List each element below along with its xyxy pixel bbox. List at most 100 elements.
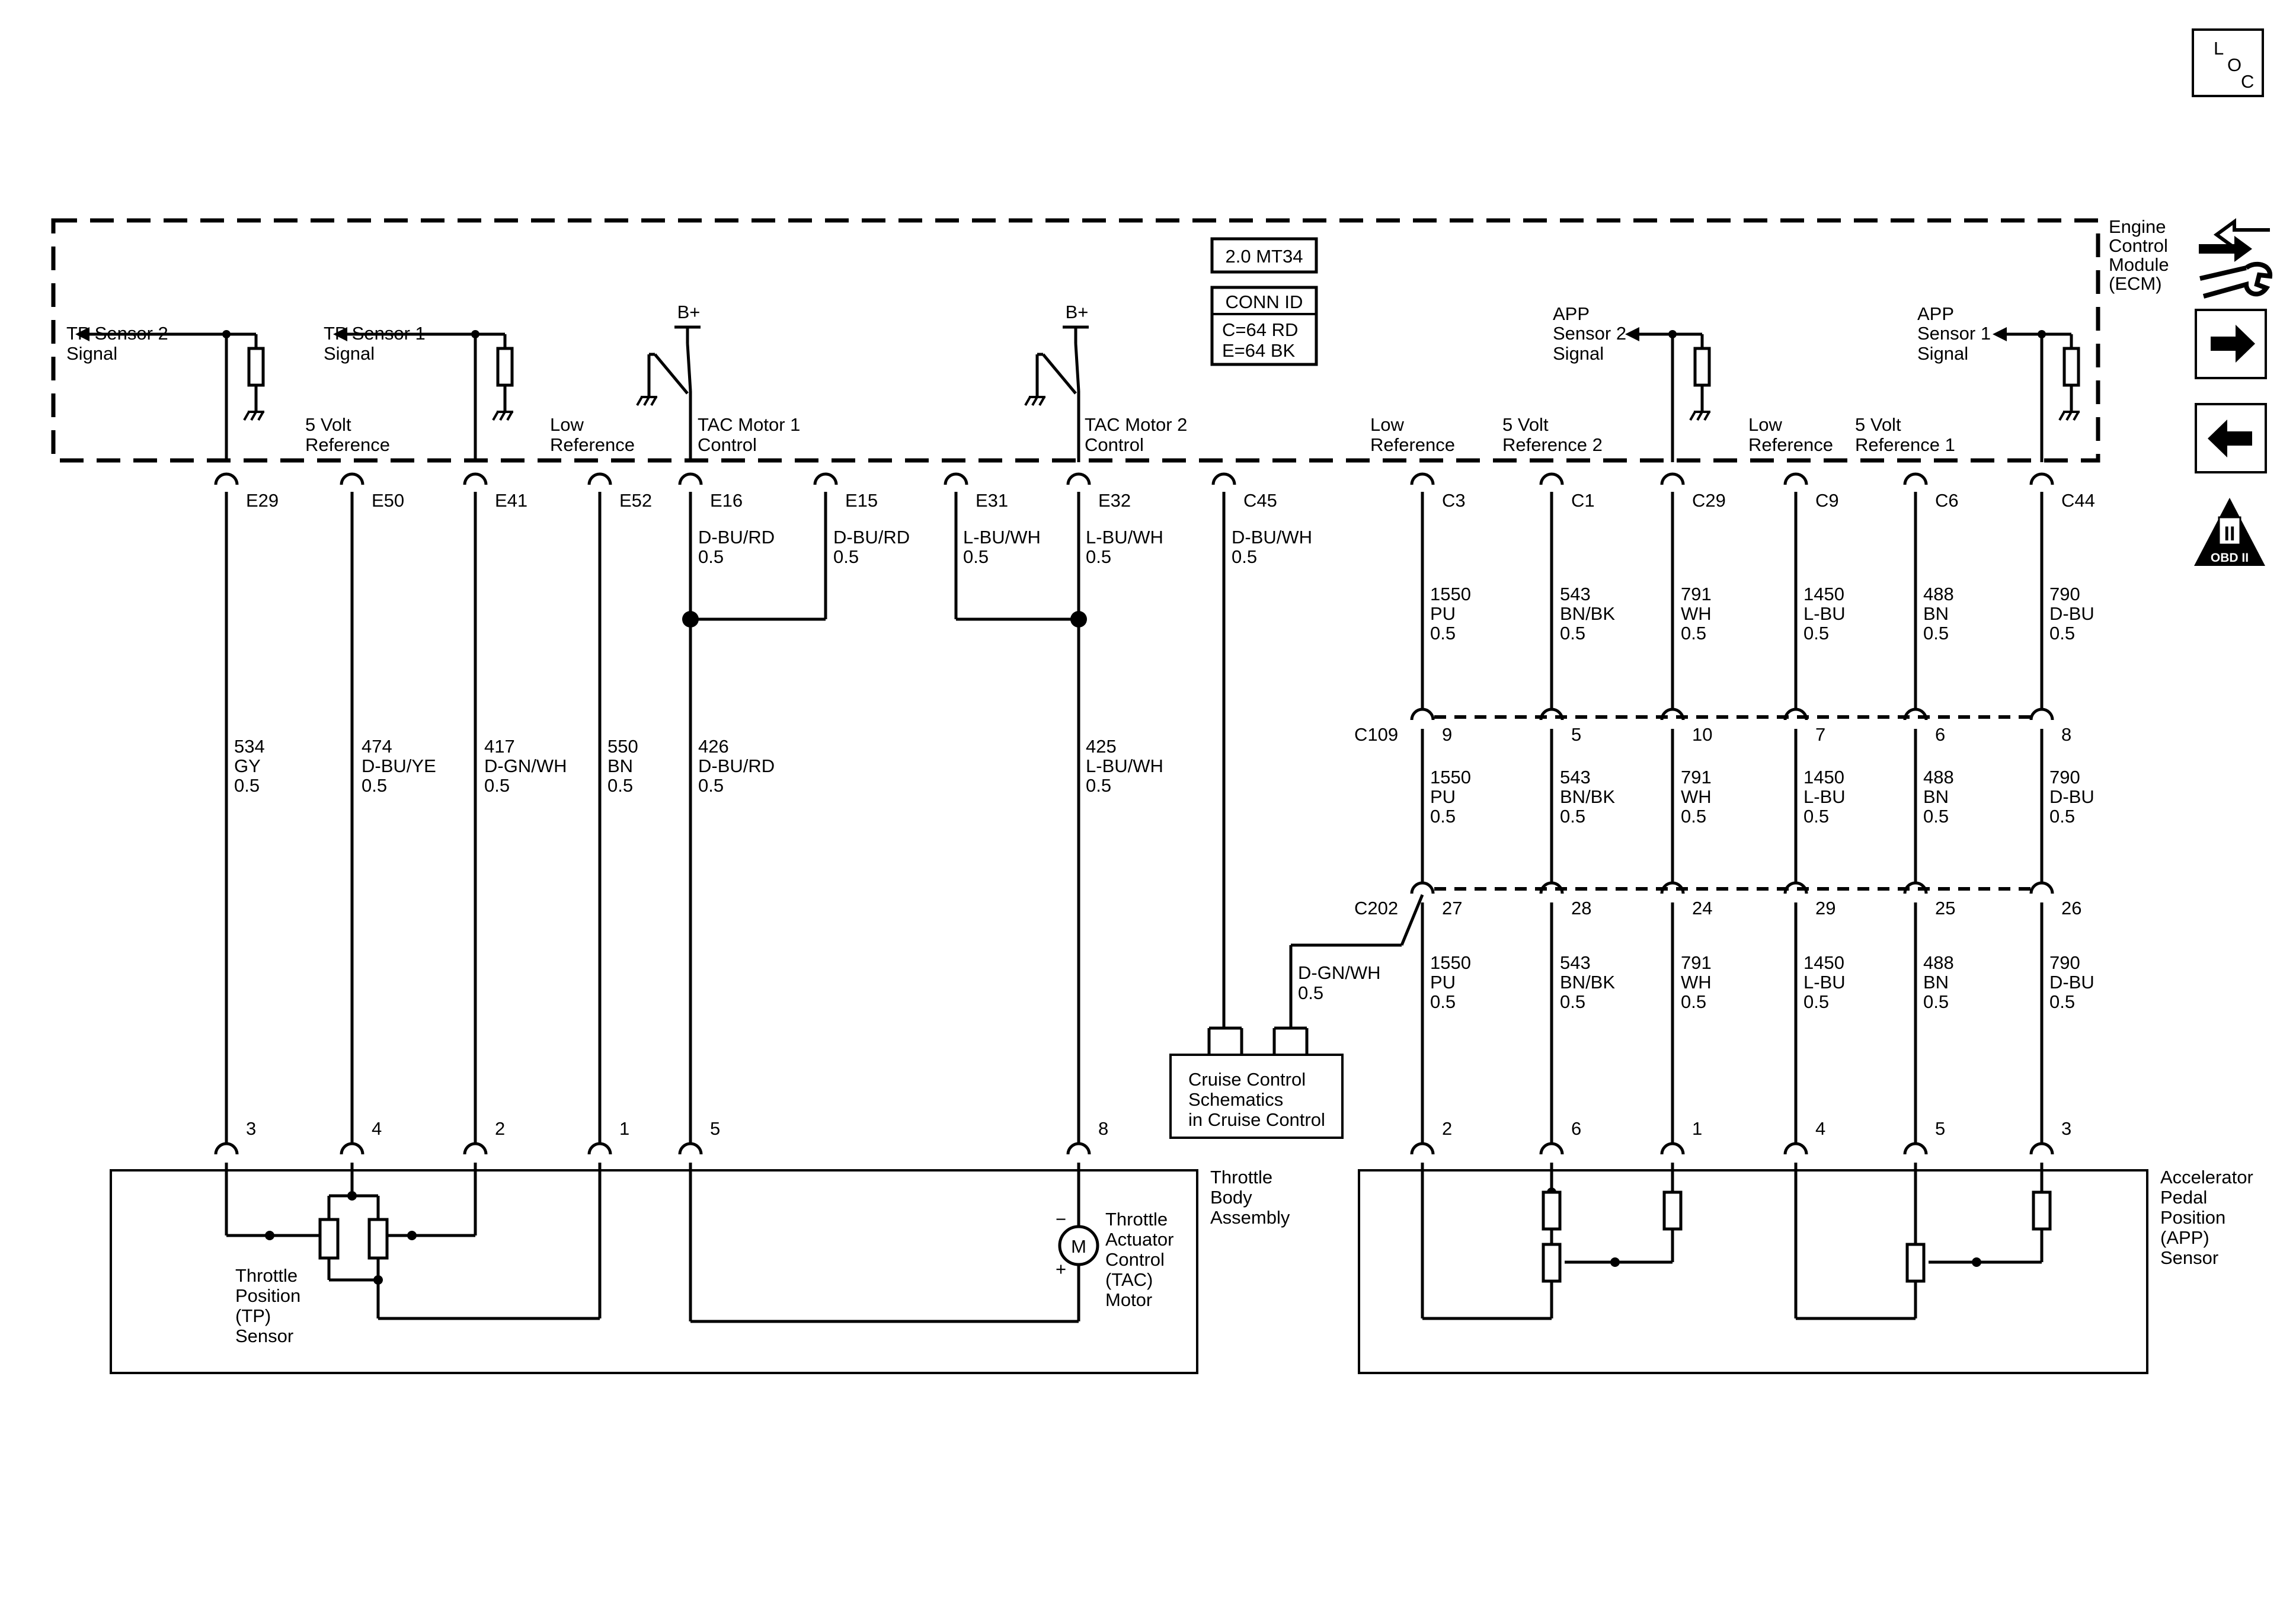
label-tac2-line1: TAC Motor 2 xyxy=(1085,414,1187,435)
wire-segment xyxy=(1400,894,1424,946)
ecm-pin-label: C29 xyxy=(1692,490,1726,511)
obd-ii-icon[interactable]: II OBD II xyxy=(2194,498,2265,566)
splice-dot xyxy=(1070,611,1087,628)
app-wire-label-top: 0.5 xyxy=(1430,623,1456,644)
tp-wire-label: 0.5 xyxy=(698,775,724,796)
cruise-control-reference[interactable]: Cruise Control Schematics in Cruise Cont… xyxy=(1169,962,1380,1139)
short-wire-label: 0.5 xyxy=(698,546,724,567)
signal-arrow xyxy=(333,327,347,341)
tp-wire-label: D-BU/YE xyxy=(362,756,436,776)
ecm-name-line1: Engine xyxy=(2109,216,2166,237)
ground-symbol xyxy=(2058,411,2080,421)
wrench-arrows-icon[interactable] xyxy=(2199,218,2272,299)
label-tp1-line2: Signal xyxy=(324,343,375,364)
ecm-pin-terminal xyxy=(678,472,703,485)
c109-pin-label: 8 xyxy=(2061,724,2071,745)
splice-dot xyxy=(407,1231,417,1240)
tac-motor-symbol xyxy=(1058,1225,1099,1266)
c202-pin-label: 28 xyxy=(1571,898,1591,918)
app-wire-label-bottom: 0.5 xyxy=(1430,991,1456,1012)
app-wire-label-bottom: 488 xyxy=(1923,952,1954,973)
throttle-body-terminal xyxy=(587,1142,612,1155)
wire-segment xyxy=(499,411,506,421)
battery-label-1: B+ xyxy=(677,302,701,322)
short-wire-label: D-BU/RD xyxy=(698,527,775,548)
c202-terminal xyxy=(1539,881,1564,894)
wire-segment xyxy=(492,411,499,421)
tp-wire-label: 426 xyxy=(698,736,729,757)
ecm-pin-terminal xyxy=(1066,472,1091,485)
ecm-pin-terminal xyxy=(2029,472,2054,485)
wire-segment xyxy=(1024,396,1031,406)
app-wire-label-bottom: WH xyxy=(1681,972,1712,993)
wire-segment xyxy=(1038,396,1045,406)
loc-icon[interactable]: L O C xyxy=(2192,28,2264,97)
app-sensor-name-line1: Accelerator xyxy=(2160,1167,2253,1188)
label-app2-line2: Sensor 2 xyxy=(1553,323,1626,344)
app-wire-label-top: PU xyxy=(1430,603,1456,624)
label-tac2-line2: Control xyxy=(1085,434,1144,455)
c109-terminal xyxy=(1410,708,1435,721)
cruise-wire-color: D-GN/WH xyxy=(1298,962,1380,983)
c202-terminal xyxy=(1903,881,1928,894)
app-wire-label-top: 0.5 xyxy=(1560,623,1585,644)
app-wire-label-mid: 0.5 xyxy=(1430,806,1456,827)
app-sensor-terminal xyxy=(1903,1142,1928,1155)
app-wire-label-top: 791 xyxy=(1681,584,1712,604)
ecm-pin-terminal xyxy=(1211,472,1236,485)
throttle-body-terminal xyxy=(463,1142,488,1155)
app-wire-label-mid: 488 xyxy=(1923,767,1954,788)
short-wire-label: L-BU/WH xyxy=(963,527,1041,548)
app-wire-label-top: WH xyxy=(1681,603,1712,624)
app-wire-label-top: 0.5 xyxy=(1923,623,1949,644)
wire-segment xyxy=(2065,411,2073,421)
app-wire-label-top: 0.5 xyxy=(2049,623,2075,644)
app-sensor-1-pot xyxy=(1905,1243,1926,1283)
app-wire-label-mid: 1450 xyxy=(1803,767,1844,788)
arrow-right-icon[interactable] xyxy=(2195,309,2267,379)
throttle-body-terminal xyxy=(678,1142,703,1155)
c109-pin-label: 6 xyxy=(1935,724,1945,745)
c202-pin-label: 24 xyxy=(1692,898,1712,918)
app-sensor-1-series-resistor xyxy=(2032,1190,2052,1231)
app-sensor-name-line5: Sensor xyxy=(2160,1247,2218,1268)
arrow-left-icon[interactable] xyxy=(2195,403,2267,473)
app-wire-label-bottom: BN/BK xyxy=(1560,972,1615,993)
tp-wire-label: 0.5 xyxy=(1086,775,1111,796)
throttle-body-box xyxy=(110,1169,1198,1374)
c202-pin-label: 26 xyxy=(2061,898,2081,918)
tp-wire-label: BN xyxy=(607,756,633,776)
tp-sensor-label-line3: (TP) xyxy=(235,1305,271,1326)
ground-symbol xyxy=(1689,411,1710,421)
label-tp2-line2: Signal xyxy=(66,343,117,364)
ground-symbol xyxy=(243,411,264,421)
resistor xyxy=(1693,347,1711,387)
ecm-pin-label: C6 xyxy=(1935,490,1959,511)
ecm-name-line4: (ECM) xyxy=(2109,273,2162,294)
c109-terminal xyxy=(1539,708,1564,721)
cruise-control-box[interactable] xyxy=(1169,1054,1344,1139)
c109-pin-label: 10 xyxy=(1692,724,1712,745)
ecm-name-line2: Control xyxy=(2109,235,2168,256)
throttle-body-assembly: Throttle Body Assembly Throttle Position… xyxy=(110,1167,1290,1374)
splice-dot xyxy=(1972,1257,1981,1267)
label-vref-app2-line2: Reference 2 xyxy=(1502,434,1603,455)
ecm-pin-terminal xyxy=(944,472,968,485)
label-lowref-app1-line2: Reference xyxy=(1748,434,1833,455)
throttle-body-pin-label: 4 xyxy=(372,1118,382,1139)
app-wire-label-bottom: L-BU xyxy=(1803,972,1846,993)
app-wire-label-top: 0.5 xyxy=(1803,623,1829,644)
throttle-body-terminal xyxy=(340,1142,364,1155)
c202-pin-label: 29 xyxy=(1815,898,1835,918)
cruise-box-line2: Schematics xyxy=(1188,1089,1283,1110)
app-wire-label-bottom: D-BU xyxy=(2049,972,2094,993)
short-wire-label: 0.5 xyxy=(1086,546,1111,567)
splice-dot xyxy=(265,1231,274,1240)
ecm-pin-terminal xyxy=(813,472,838,485)
app-sensor-2-resistor xyxy=(1542,1190,1562,1231)
svg-text:L: L xyxy=(2214,38,2224,59)
app-wire-label-bottom: 791 xyxy=(1681,952,1712,973)
tp-sensor-1-resistor xyxy=(318,1218,340,1260)
label-vref-app1-line1: 5 Volt xyxy=(1855,414,1901,435)
throttle-body-pin-label: 3 xyxy=(246,1118,256,1139)
